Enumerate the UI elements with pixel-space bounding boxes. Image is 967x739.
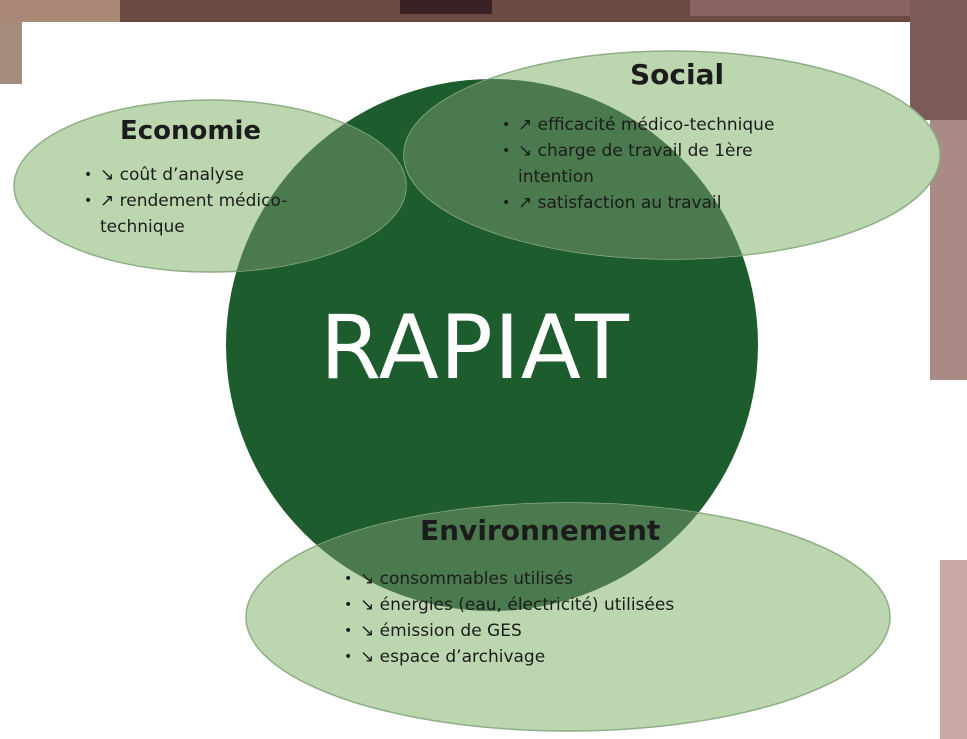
- center-label: RAPIAT: [320, 296, 630, 399]
- environnement-list: ↘ consommables utilisés ↘ énergies (eau,…: [338, 566, 718, 670]
- economie-item: ↗ rendement médico-technique: [78, 188, 328, 240]
- economie-title: Economie: [120, 116, 262, 146]
- economie-item: ↘ coût d’analyse: [78, 162, 328, 188]
- social-item: ↗ satisfaction au travail: [496, 190, 896, 216]
- environnement-item: ↘ espace d’archivage: [338, 644, 718, 670]
- environnement-item: ↘ émission de GES: [338, 618, 718, 644]
- social-item: ↗ efficacité médico-technique: [496, 112, 896, 138]
- social-title: Social: [630, 58, 725, 91]
- social-list: ↗ efficacité médico-technique ↘ charge d…: [496, 112, 896, 216]
- economie-list: ↘ coût d’analyse ↗ rendement médico-tech…: [78, 162, 328, 240]
- environnement-item: ↘ consommables utilisés: [338, 566, 718, 592]
- environnement-title: Environnement: [420, 514, 661, 547]
- environnement-item: ↘ énergies (eau, électricité) utilisées: [338, 592, 700, 618]
- social-item: ↘ charge de travail de 1ère intention: [496, 138, 808, 190]
